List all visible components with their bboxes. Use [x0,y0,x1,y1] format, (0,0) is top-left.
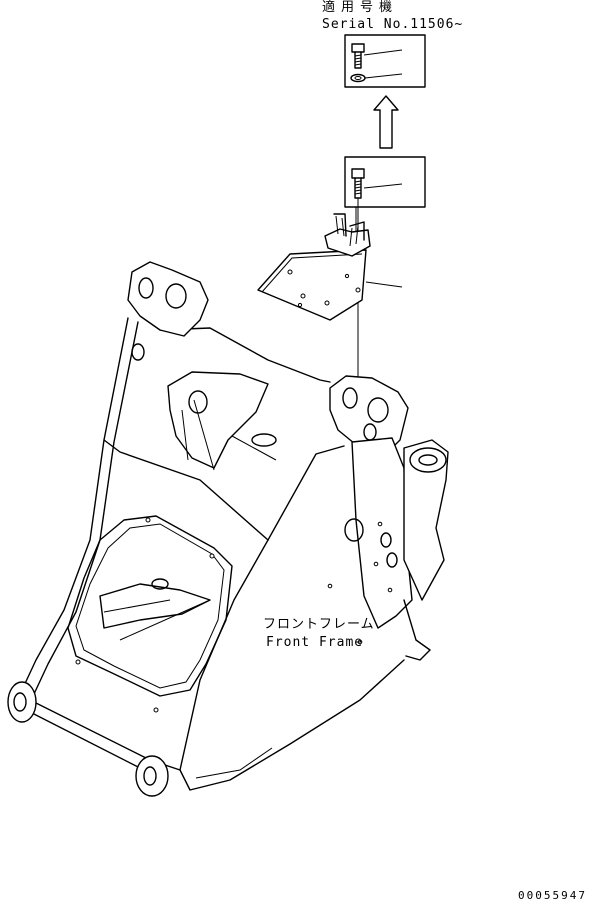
arrow-up-icon [373,95,399,149]
serial-number-label: Serial No.11506~ [322,17,464,32]
drawing-number: 00055947 [518,889,587,902]
bracket-plate [257,213,371,321]
serial-applicability-label: 適用号機 [322,0,399,15]
lower-detail-box [344,156,426,208]
front-frame-body [7,261,449,797]
upper-detail-box [344,34,426,88]
bolt-icon [351,168,365,199]
bolt-washer-icon [350,43,366,83]
front-frame-label-en: Front Frame [266,635,364,650]
front-frame-label-jp: フロントフレーム [263,617,375,632]
